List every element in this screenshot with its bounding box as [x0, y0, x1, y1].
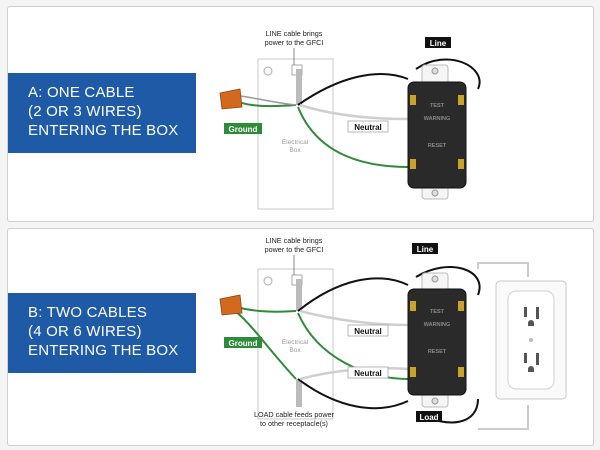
gfci-device-icon: [407, 81, 467, 189]
banner-line-1: A: ONE CABLE: [28, 84, 135, 101]
strap-screw-icon: [431, 189, 439, 197]
feed-wire-receptacle: [477, 262, 529, 277]
device-text: WARNING: [424, 116, 451, 122]
wiring-diagram-b: Electrical Box LINE cable brings power t…: [219, 236, 567, 430]
load-tag: [416, 411, 442, 422]
line-tag: [412, 243, 438, 254]
terminal-screw-icon: [410, 159, 416, 169]
terminal-screw-icon: [410, 301, 416, 311]
load-tag-text: Load: [419, 413, 438, 422]
device-ground-wire: [297, 106, 409, 168]
line-lead-black: [415, 58, 481, 90]
gfci-device-icon: [407, 288, 467, 396]
box-label-1: Electrical: [282, 139, 309, 146]
panel-two-cables: B: TWO CABLES (4 OR 6 WIRES) ENTERING TH…: [7, 228, 594, 446]
neutral-tag-top: [347, 324, 389, 337]
panel-one-cable: A: ONE CABLE (2 OR 3 WIRES) ENTERING THE…: [7, 6, 594, 222]
banner-line-2: (4 OR 6 WIRES): [28, 323, 142, 340]
banner-line-1: B: TWO CABLES: [28, 304, 148, 321]
line-tag-text: Line: [417, 245, 434, 254]
line-wire-black: [297, 277, 409, 312]
ground-tag-text: Ground: [229, 125, 258, 134]
feed-wire-receptacle-lower: [478, 405, 529, 430]
line-tag-text: Line: [430, 39, 447, 48]
box-screw-icon: [263, 66, 273, 76]
note-line-1: LINE cable brings: [266, 29, 323, 38]
outlet-upper-icon: [524, 307, 539, 326]
terminal-screw-icon: [458, 159, 464, 169]
banner-line-3: ENTERING THE BOX: [28, 342, 179, 359]
banner-line-2: (2 OR 3 WIRES): [28, 103, 142, 120]
banner-one-cable: A: ONE CABLE (2 OR 3 WIRES) ENTERING THE…: [8, 73, 196, 153]
terminal-screw-icon: [410, 367, 416, 377]
note-load-2: to other receptacle(s): [260, 419, 328, 428]
terminal-screw-icon: [458, 367, 464, 377]
device-ground-wire: [297, 312, 409, 380]
box-label-1: Electrical: [282, 339, 309, 346]
banner-two-cables: B: TWO CABLES (4 OR 6 WIRES) ENTERING TH…: [8, 293, 196, 373]
line-wire-black: [297, 73, 409, 106]
line-tag: [425, 37, 451, 48]
box-label-2: Box: [289, 147, 301, 154]
device-text: TEST: [430, 309, 445, 315]
neutral-tag-text: Neutral: [354, 123, 382, 132]
ground-tag-text: Ground: [229, 339, 258, 348]
device-text: WARNING: [424, 322, 451, 328]
strap-screw-icon: [431, 397, 439, 405]
device-text: TEST: [430, 103, 445, 109]
ground-tag: [224, 337, 262, 348]
wire-nut-icon: [219, 294, 243, 316]
neutral-tag-bottom-text: Neutral: [354, 369, 382, 378]
terminal-screw-icon: [458, 301, 464, 311]
electrical-box: [257, 58, 334, 210]
device-text: RESET: [428, 143, 447, 149]
note-load-1: LOAD cable feeds power: [254, 410, 335, 419]
neutral-tag-bottom: [347, 366, 389, 379]
strap-screw-icon: [431, 67, 439, 75]
line-wire-white: [299, 309, 409, 327]
box-screw-icon: [263, 276, 273, 286]
wire-nut-icon: [219, 88, 243, 110]
neutral-tag: [347, 120, 389, 133]
terminal-screw-icon: [458, 95, 464, 105]
ground-tag: [224, 123, 262, 134]
device-text: RESET: [428, 349, 447, 355]
note-line-2: power to the GFCI: [265, 245, 324, 254]
banner-line-3: ENTERING THE BOX: [28, 122, 179, 139]
line-lead-black: [415, 266, 481, 296]
box-label-2: Box: [289, 347, 301, 354]
load-wire-black: [297, 378, 409, 410]
plate-screw-icon: [529, 338, 533, 342]
wiring-diagram-a: Electrical Box LINE cable brings power t…: [219, 29, 481, 210]
outlet-lower-icon: [524, 353, 539, 372]
line-wire-white: [299, 103, 409, 121]
note-line-2: power to the GFCI: [265, 38, 324, 47]
note-line-1: LINE cable brings: [266, 236, 323, 245]
strap-screw-icon: [431, 275, 439, 283]
neutral-tag-top-text: Neutral: [354, 327, 382, 336]
terminal-screw-icon: [410, 95, 416, 105]
